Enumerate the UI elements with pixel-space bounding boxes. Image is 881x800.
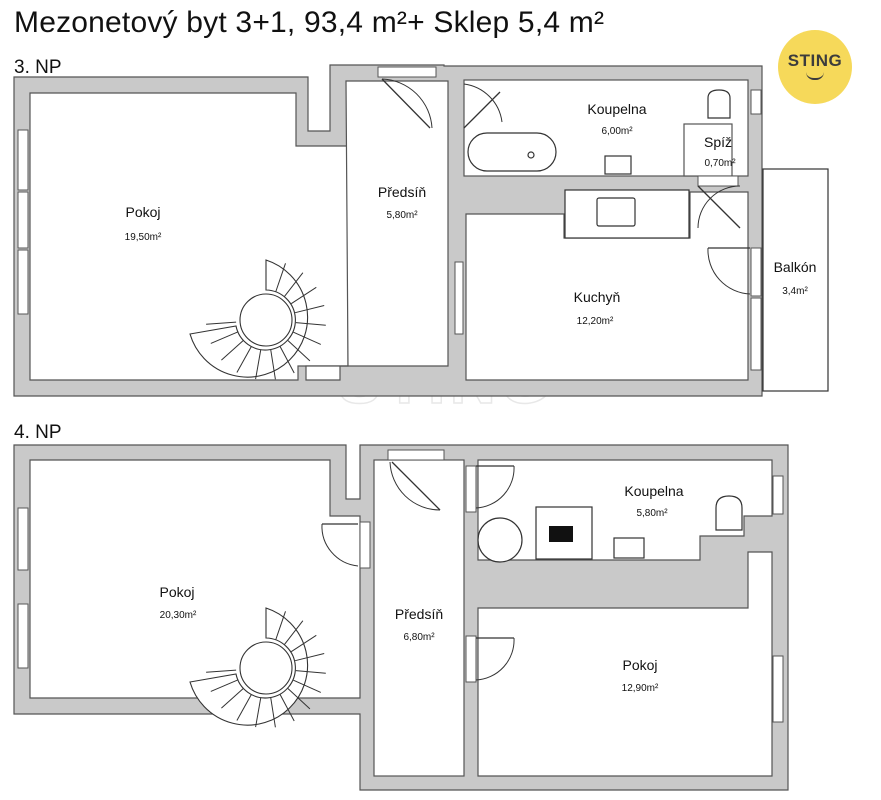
room-pokoj-4np-a [29,459,361,699]
stair-tread [279,694,295,722]
room-area: 0,70m² [704,158,736,169]
window [750,247,762,297]
toilet-icon [707,89,731,119]
stair-tread [293,679,322,693]
room-predsin-3np [305,80,449,381]
room-area: 6,00m² [601,126,633,137]
stair-tread [290,286,317,305]
room-name: Pokoj [159,584,194,600]
room-name: Pokoj [125,204,160,220]
door [475,637,515,681]
stair-tread [210,679,239,692]
toilet-icon [715,495,743,531]
sink-icon [604,155,632,175]
room-area: 19,50m² [125,232,162,243]
stair-tread [275,611,286,640]
stair-tread [279,346,295,374]
kitchen-sink-icon [596,197,636,227]
window [17,603,29,669]
spiral-staircase-icon [189,607,326,728]
room-name: Pokoj [622,657,657,673]
plan-title: Mezonetový byt 3+1, 93,4 m²+ Sklep 5,4 m… [14,6,605,39]
logo-text: STING [787,50,843,70]
stair-tread [294,653,325,662]
stair-tread [221,339,245,361]
bathtub-icon [467,132,557,172]
door [389,461,441,511]
window [465,635,477,683]
room-area: 3,4m² [782,286,808,297]
floor-3-label: 3. NP [14,57,62,78]
room-area: 6,80m² [403,632,435,643]
stair-tread [206,669,237,673]
stair-tread [287,688,311,710]
stair-tread [275,263,286,292]
door [321,523,359,567]
floor-4-label: 4. NP [14,422,62,443]
stair-tread [255,349,262,380]
room-name: Balkón [774,259,817,275]
stair-tread [290,634,317,653]
window [465,465,477,513]
sink-icon [613,537,645,559]
window [750,297,762,371]
window [750,89,762,115]
window [17,507,29,571]
room-name: Spíž [704,134,732,150]
stair-tread [287,340,311,362]
drain-icon [527,151,535,159]
stair-tread [236,345,252,373]
door [707,247,751,295]
room-balkon [762,168,829,392]
floor-4-plan: Pokoj 20,30m² Předsíň 6,80m² Koupelna 5,… [13,444,789,791]
stair-tread [284,620,304,645]
room-area: 20,30m² [160,610,197,621]
stair-tread [284,272,304,297]
room-name: Koupelna [587,101,646,117]
stair-tread [295,670,326,674]
stair-tread [295,322,326,326]
appliance-icon [549,526,573,542]
door [463,83,503,129]
door [475,465,515,509]
stair-tread [294,305,325,314]
window [697,175,739,187]
window [17,249,29,315]
stair-tread [255,697,262,728]
room-name: Předsíň [395,606,443,622]
room-name: Koupelna [624,483,683,499]
stair-tread [270,697,276,728]
room-predsin-4np [373,459,465,777]
stair-tread [221,687,245,709]
room-name: Předsíň [378,184,426,200]
room-area: 5,80m² [386,210,418,221]
stair-tread [236,693,252,721]
stair-tread [210,331,239,344]
spiral-staircase-icon [189,259,326,380]
window [359,521,371,569]
room-area: 5,80m² [636,508,668,519]
window [772,655,784,723]
shower-icon [477,517,523,563]
logo-smile-icon [806,72,824,80]
floor-3-plan: Pokoj 19,50m² Předsíň 5,80m² Koupelna 6,… [13,64,829,397]
room-pokoj-4np-b [477,551,773,777]
window [17,129,29,191]
room-area: 12,90m² [622,683,659,694]
window [17,191,29,249]
window [454,261,464,335]
stair-tread [293,331,322,345]
window [772,475,784,515]
stair-tread [206,321,237,325]
window [377,66,437,78]
sting-logo: STING [778,30,852,104]
door [381,78,433,129]
room-name: Kuchyň [574,289,621,305]
door [697,185,741,229]
room-area: 12,20m² [577,316,614,327]
room-kuchyn [465,191,749,381]
stair-tread [270,349,276,380]
window [387,449,445,461]
